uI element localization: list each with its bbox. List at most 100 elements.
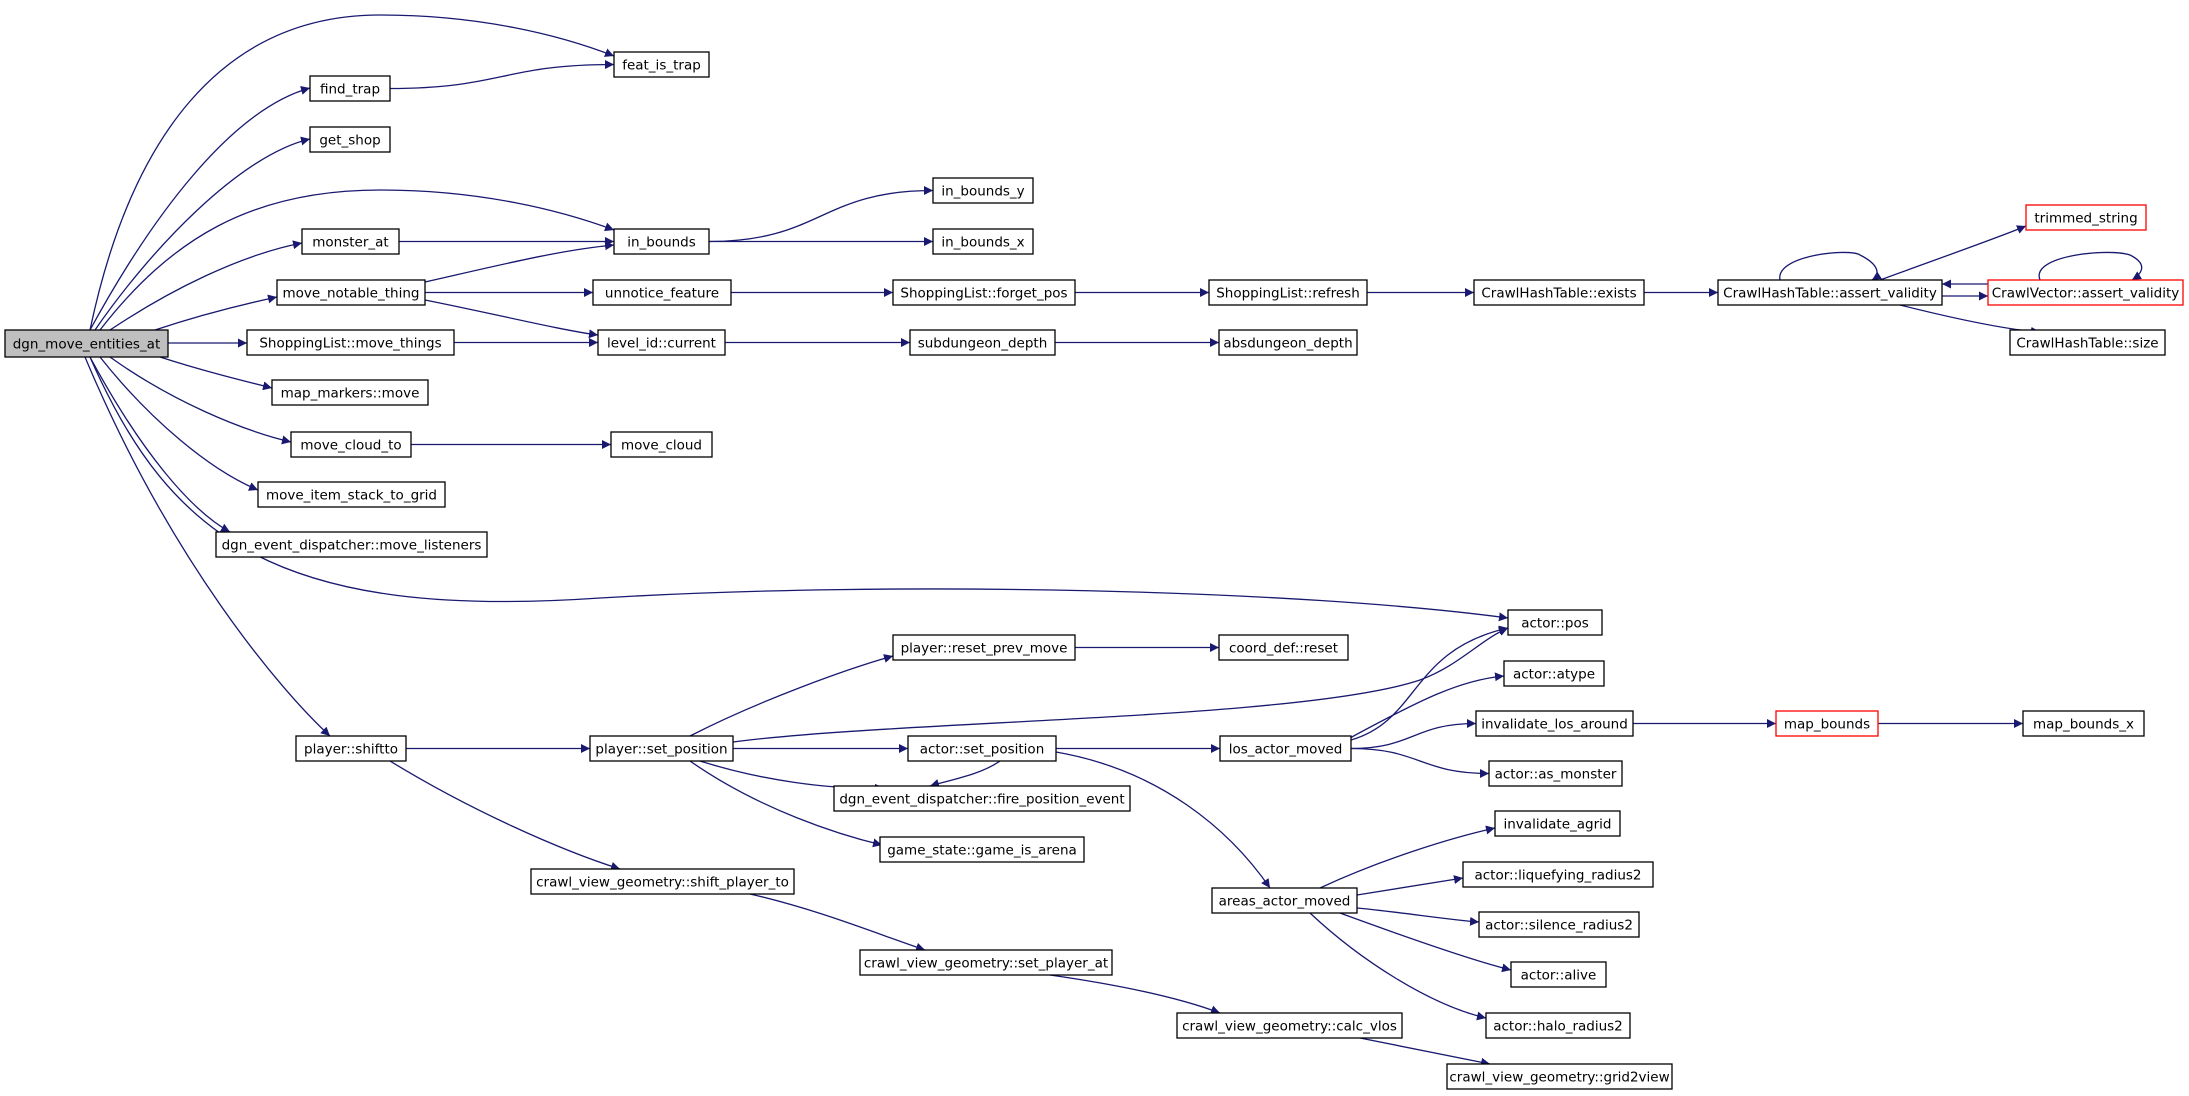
node-map-bounds-x[interactable]: map_bounds_x — [2022, 710, 2145, 737]
edge-player-shiftto-to-crawl-view-geometry-shift-player-to — [389, 760, 621, 871]
node-actor-halo-radius2[interactable]: actor::halo_radius2 — [1485, 1012, 1631, 1039]
node-box — [1503, 660, 1605, 687]
node-crawl-view-geometry-shift-player-to[interactable]: crawl_view_geometry::shift_player_to — [530, 868, 795, 895]
node-label: move_cloud — [621, 438, 702, 454]
node-box — [1176, 1012, 1403, 1039]
edge-player-set-position-to-game-state-game-is-arena — [689, 760, 883, 848]
edge-player-set-position-to-actor-pos — [732, 627, 1509, 743]
node-find-trap[interactable]: find_trap — [309, 75, 391, 102]
node-label: dgn_event_dispatcher::fire_position_even… — [839, 792, 1124, 808]
node-crawlhashtable-size[interactable]: CrawlHashTable::size — [2009, 329, 2166, 356]
node-crawlhashtable-assert-validity[interactable]: CrawlHashTable::assert_validity — [1717, 279, 1943, 306]
node-label: actor::set_position — [920, 742, 1045, 758]
node-box — [589, 735, 734, 762]
node-label: crawl_view_geometry::set_player_at — [864, 956, 1108, 972]
node-in-bounds[interactable]: in_bounds — [613, 228, 710, 255]
node-label: actor::silence_radius2 — [1485, 918, 1633, 934]
node-get-shop[interactable]: get_shop — [309, 126, 391, 153]
node-subdungeon-depth[interactable]: subdungeon_depth — [909, 329, 1056, 356]
edge-dgn-move-entities-at-to-feat-is-trap — [89, 14, 615, 331]
edge-los-actor-moved-to-actor-as-monster — [1350, 747, 1490, 778]
edge-crawl-view-geometry-shift-player-to-to-crawl-view-geometry-set-player-at — [749, 893, 926, 952]
node-actor-liquefying-radius2[interactable]: actor::liquefying_radius2 — [1462, 861, 1654, 888]
node-label: CrawlHashTable::size — [2016, 336, 2158, 352]
node-actor-silence-radius2[interactable]: actor::silence_radius2 — [1478, 911, 1640, 938]
node-box — [1507, 609, 1603, 636]
node-shoppinglist-forget-pos[interactable]: ShoppingList::forget_pos — [892, 279, 1076, 306]
node-map-bounds[interactable]: map_bounds — [1775, 710, 1879, 737]
node-move-cloud-to[interactable]: move_cloud_to — [290, 431, 412, 458]
edge-dgn-move-entities-at-to-monster-at — [109, 240, 303, 331]
node-crawl-view-geometry-grid2view[interactable]: crawl_view_geometry::grid2view — [1446, 1063, 1673, 1090]
node-label: dgn_event_dispatcher::move_listeners — [222, 538, 482, 554]
edge-dgn-move-entities-at-to-move-cloud-to — [109, 356, 292, 445]
node-label: actor::halo_radius2 — [1493, 1019, 1623, 1035]
node-box — [1219, 735, 1352, 762]
node-shoppinglist-refresh[interactable]: ShoppingList::refresh — [1208, 279, 1368, 306]
node-dgn-event-dispatcher-fire-position-event[interactable]: dgn_event_dispatcher::fire_position_even… — [833, 785, 1131, 812]
node-box — [246, 329, 455, 356]
node-box — [833, 785, 1131, 812]
node-label: subdungeon_depth — [918, 336, 1048, 352]
node-in-bounds-x[interactable]: in_bounds_x — [932, 228, 1034, 255]
node-box — [1218, 634, 1349, 661]
node-game-state-game-is-arena[interactable]: game_state::game_is_arena — [879, 836, 1085, 863]
node-unnotice-feature[interactable]: unnotice_feature — [592, 279, 732, 306]
node-invalidate-los-around[interactable]: invalidate_los_around — [1475, 710, 1634, 737]
node-label: map_bounds — [1784, 717, 1870, 733]
node-absdungeon-depth[interactable]: absdungeon_depth — [1218, 329, 1358, 356]
node-label: level_id::current — [607, 336, 716, 352]
node-invalidate-agrid[interactable]: invalidate_agrid — [1494, 810, 1621, 837]
node-player-set-position[interactable]: player::set_position — [589, 735, 734, 762]
edge-areas-actor-moved-to-invalidate-agrid — [1319, 825, 1496, 889]
node-box — [892, 279, 1076, 306]
node-feat-is-trap[interactable]: feat_is_trap — [613, 51, 710, 78]
node-label: player::shiftto — [304, 742, 398, 758]
node-move-notable-thing[interactable]: move_notable_thing — [276, 279, 426, 306]
node-crawlvector-assert-validity[interactable]: CrawlVector::assert_validity — [1987, 279, 2184, 306]
edge-los-actor-moved-to-actor-atype — [1349, 672, 1505, 739]
node-actor-set-position[interactable]: actor::set_position — [907, 735, 1057, 762]
node-shoppinglist-move-things[interactable]: ShoppingList::move_things — [246, 329, 455, 356]
node-actor-alive[interactable]: actor::alive — [1510, 961, 1607, 988]
node-map-markers-move[interactable]: map_markers::move — [271, 379, 429, 406]
node-actor-pos[interactable]: actor::pos — [1507, 609, 1603, 636]
node-box — [592, 279, 732, 306]
edge-crawl-view-geometry-set-player-at-to-crawl-view-geometry-calc-vlos — [1049, 974, 1221, 1015]
node-label: move_item_stack_to_grid — [266, 488, 437, 504]
node-trimmed-string[interactable]: trimmed_string — [2025, 204, 2147, 231]
node-box — [301, 228, 400, 255]
edges-layer — [84, 14, 2143, 1067]
node-level-id-current[interactable]: level_id::current — [597, 329, 726, 356]
node-box — [597, 329, 726, 356]
node-box — [257, 481, 446, 508]
node-move-item-stack-to-grid[interactable]: move_item_stack_to_grid — [257, 481, 446, 508]
node-dgn-move-entities-at[interactable]: dgn_move_entities_at — [4, 329, 169, 358]
node-in-bounds-y[interactable]: in_bounds_y — [932, 177, 1034, 204]
node-areas-actor-moved[interactable]: areas_actor_moved — [1211, 887, 1358, 914]
node-actor-as-monster[interactable]: actor::as_monster — [1488, 760, 1623, 787]
edge-find-trap-to-feat-is-trap — [389, 60, 615, 90]
node-label: in_bounds_y — [941, 184, 1024, 200]
edge-areas-actor-moved-to-actor-silence-radius2 — [1356, 907, 1480, 926]
node-dgn-event-dispatcher-move-listeners[interactable]: dgn_event_dispatcher::move_listeners — [215, 531, 488, 558]
edge-dgn-move-entities-at-to-in-bounds — [99, 189, 615, 331]
node-label: actor::as_monster — [1495, 767, 1617, 783]
node-box — [1717, 279, 1943, 306]
node-box — [1485, 1012, 1631, 1039]
node-actor-atype[interactable]: actor::atype — [1503, 660, 1605, 687]
node-coord-def-reset[interactable]: coord_def::reset — [1218, 634, 1349, 661]
node-box — [892, 634, 1076, 661]
node-los-actor-moved[interactable]: los_actor_moved — [1219, 735, 1352, 762]
node-player-reset-prev-move[interactable]: player::reset_prev_move — [892, 634, 1076, 661]
node-crawlhashtable-exists[interactable]: CrawlHashTable::exists — [1473, 279, 1645, 306]
node-box — [1446, 1063, 1673, 1090]
node-player-shiftto[interactable]: player::shiftto — [295, 735, 407, 762]
node-box — [1475, 710, 1634, 737]
node-move-cloud[interactable]: move_cloud — [610, 431, 713, 458]
node-label: coord_def::reset — [1229, 641, 1338, 657]
node-monster-at[interactable]: monster_at — [301, 228, 400, 255]
node-crawl-view-geometry-set-player-at[interactable]: crawl_view_geometry::set_player_at — [859, 949, 1113, 976]
node-crawl-view-geometry-calc-vlos[interactable]: crawl_view_geometry::calc_vlos — [1176, 1012, 1403, 1039]
node-label: ShoppingList::move_things — [259, 336, 441, 352]
